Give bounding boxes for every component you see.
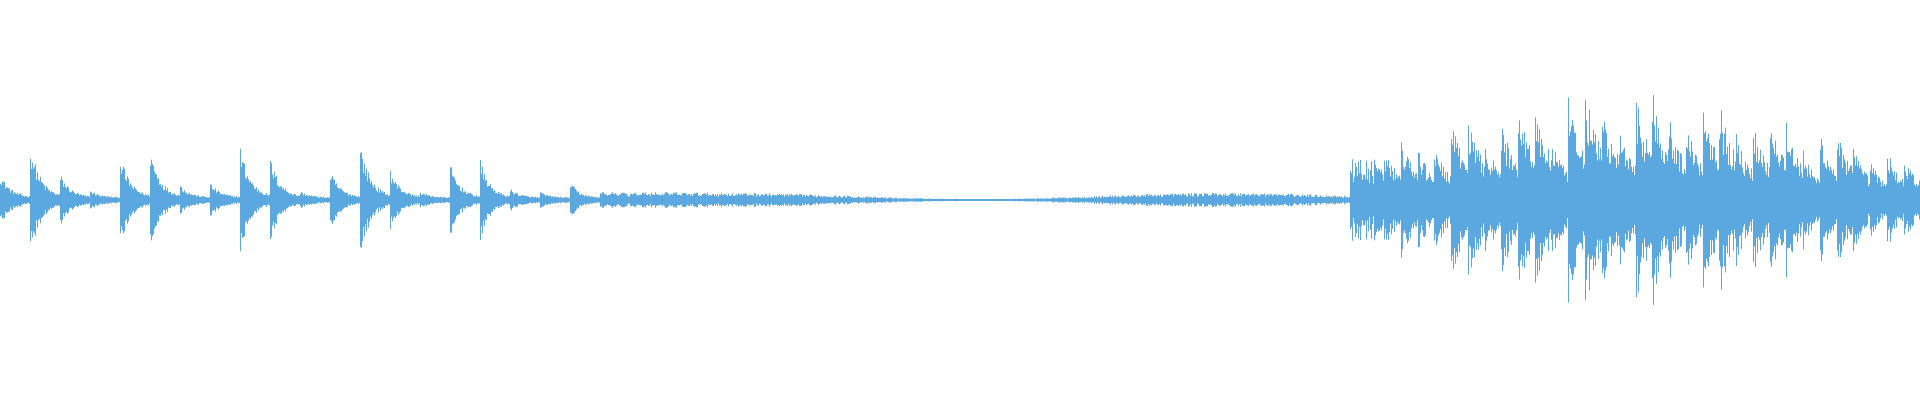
waveform-bars	[0, 95, 1920, 305]
